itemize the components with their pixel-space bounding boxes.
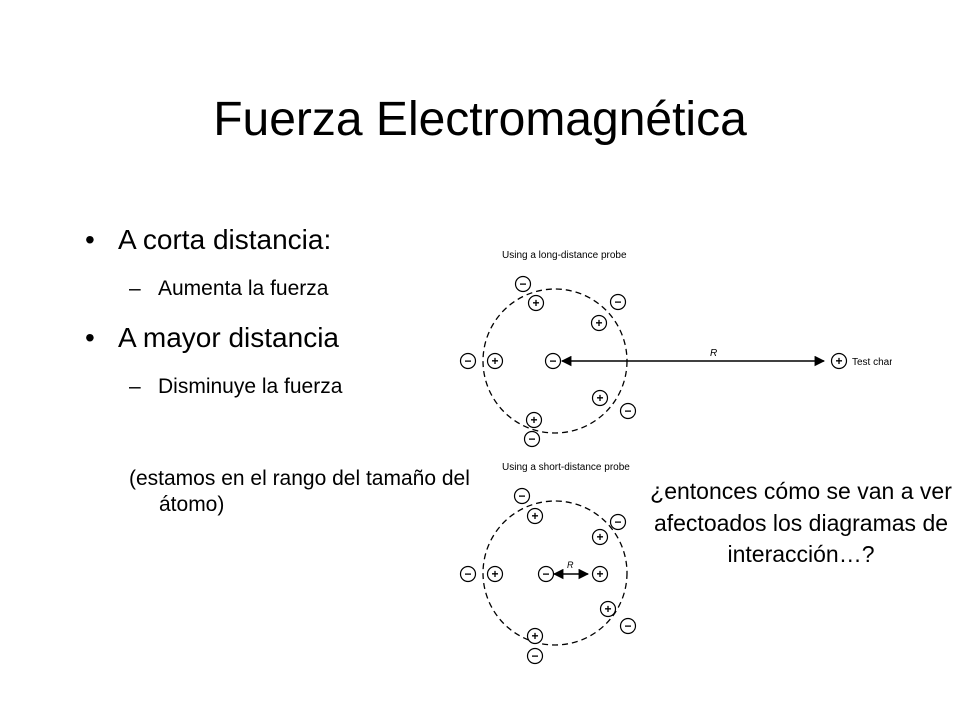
- negative-charge: [526, 647, 544, 665]
- plus-sign: +: [595, 316, 602, 330]
- distance-label-bottom: R: [567, 560, 574, 570]
- positive-charge: [486, 352, 504, 370]
- negative-charge: [523, 430, 541, 448]
- plus-sign: +: [491, 567, 498, 581]
- positive-charge: [526, 627, 544, 645]
- bullet-text: A corta distancia:: [118, 224, 332, 255]
- positive-charge: [525, 411, 543, 429]
- plus-sign: +: [596, 530, 603, 544]
- negative-charge: [459, 352, 477, 370]
- plus-sign: +: [596, 567, 603, 581]
- minus-sign: −: [528, 432, 535, 446]
- minus-sign: −: [519, 277, 526, 291]
- positive-charge: [526, 507, 544, 525]
- plus-sign: +: [530, 413, 537, 427]
- slide-title: Fuerza Electromagnética: [213, 93, 747, 146]
- sub-bullet-dash: –: [129, 277, 141, 300]
- sub-bullet-text: Aumenta la fuerza: [158, 277, 329, 300]
- positive-charge: [527, 294, 545, 312]
- minus-sign: −: [542, 567, 549, 581]
- plus-sign: +: [531, 629, 538, 643]
- positive-charge: [591, 389, 609, 407]
- short-probe-caption: Using a short-distance probe: [502, 462, 630, 473]
- minus-sign: −: [624, 619, 631, 633]
- positive-charge: [599, 600, 617, 618]
- long-probe-caption: Using a long-distance probe: [502, 250, 627, 261]
- minus-sign: −: [549, 354, 556, 368]
- bullet-short-distance: • A corta distancia:: [85, 224, 332, 256]
- sub-bullet-decrease: – Disminuye la fuerza: [129, 374, 343, 400]
- bullet-dot: •: [85, 322, 95, 353]
- plus-sign: +: [835, 354, 842, 368]
- test-charge-label: Test charge: [852, 357, 892, 368]
- minus-sign: −: [464, 354, 471, 368]
- minus-sign: −: [518, 489, 525, 503]
- negative-charge: [619, 402, 637, 420]
- sub-bullet-dash: –: [129, 375, 141, 398]
- positive-charge: [486, 565, 504, 583]
- positive-charge: [830, 352, 848, 370]
- bullet-dot: •: [85, 224, 95, 255]
- bullet-long-distance: • A mayor distancia: [85, 322, 339, 354]
- minus-sign: −: [614, 515, 621, 529]
- plus-sign: +: [531, 509, 538, 523]
- negative-charge: [609, 293, 627, 311]
- plus-sign: +: [596, 391, 603, 405]
- atom-boundary-bottom: [482, 500, 628, 646]
- charges-top: −+−+−+−++−+−: [459, 275, 848, 448]
- probe-diagram: Using a long-distance probe R Test charg…: [459, 250, 892, 665]
- negative-charge: [513, 487, 531, 505]
- negative-charge: [459, 565, 477, 583]
- minus-sign: −: [624, 404, 631, 418]
- positive-charge: [590, 314, 608, 332]
- atom-scale-note: (estamos en el rango del tamaño del átom…: [129, 467, 470, 516]
- negative-charge: [544, 352, 562, 370]
- charges-bottom: −+−+−+−++−+−: [459, 487, 637, 665]
- positive-charge: [591, 528, 609, 546]
- negative-charge: [609, 513, 627, 531]
- minus-sign: −: [614, 295, 621, 309]
- minus-sign: −: [464, 567, 471, 581]
- negative-charge: [619, 617, 637, 635]
- bullet-text: A mayor distancia: [118, 322, 339, 353]
- plus-sign: +: [604, 602, 611, 616]
- sub-bullet-increase: – Aumenta la fuerza: [129, 276, 329, 302]
- plus-sign: +: [532, 296, 539, 310]
- positive-charge: [591, 565, 609, 583]
- negative-charge: [537, 565, 555, 583]
- plus-sign: +: [491, 354, 498, 368]
- minus-sign: −: [531, 649, 538, 663]
- distance-label-top: R: [710, 348, 717, 359]
- negative-charge: [514, 275, 532, 293]
- sub-bullet-text: Disminuye la fuerza: [158, 375, 343, 398]
- question-text: ¿entonces cómo se van a ver afectoados l…: [650, 478, 952, 567]
